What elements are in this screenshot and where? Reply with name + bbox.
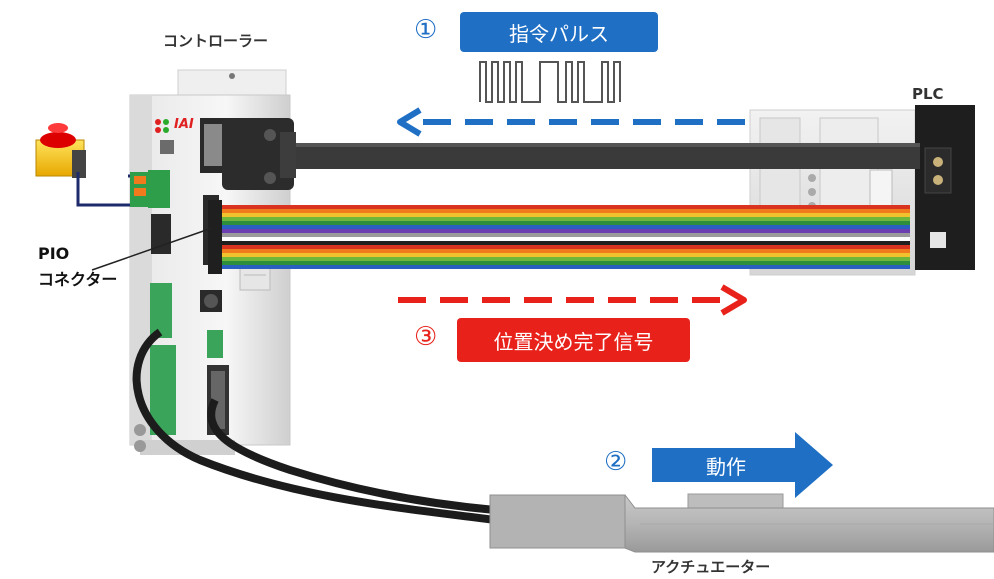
step2-label: 動作 bbox=[706, 454, 746, 479]
ribbon-wire bbox=[215, 241, 910, 245]
ribbon-wire bbox=[215, 237, 910, 241]
ribbon-wire bbox=[215, 261, 910, 265]
ribbon-wire bbox=[215, 225, 910, 229]
ribbon-wire bbox=[215, 213, 910, 217]
motion-arrow bbox=[652, 432, 833, 498]
ribbon-wire bbox=[215, 253, 910, 257]
plc-label: PLC bbox=[912, 85, 944, 103]
pulse-waveform bbox=[479, 61, 621, 103]
step3-number: ③ bbox=[414, 322, 438, 352]
step1-number: ① bbox=[414, 15, 438, 45]
motor-cable bbox=[132, 328, 496, 524]
pulse-cable bbox=[280, 143, 920, 169]
pio-label-line2: コネクター bbox=[38, 270, 118, 289]
pio-label-line1: PIO bbox=[38, 244, 70, 263]
ribbon-connector bbox=[208, 200, 222, 274]
actuator-unit bbox=[489, 493, 994, 553]
pio-ribbon-cable bbox=[208, 200, 910, 274]
ribbon-wire bbox=[215, 221, 910, 225]
pulse-cable-connector bbox=[222, 118, 294, 190]
pio-pointer-line bbox=[91, 227, 213, 271]
controller-logo: IAI bbox=[174, 117, 194, 132]
ribbon-wire bbox=[215, 217, 910, 221]
ribbon-wire bbox=[215, 209, 910, 213]
step1-label: 指令パルス bbox=[460, 12, 658, 52]
ribbon-wire bbox=[215, 245, 910, 249]
emergency-stop-button bbox=[35, 123, 86, 178]
step2-number: ② bbox=[604, 447, 628, 477]
ribbon-wire bbox=[215, 257, 910, 261]
ribbon-wire bbox=[215, 249, 910, 253]
controller-label: コントローラー bbox=[163, 32, 269, 50]
step3-label: 位置決め完了信号 bbox=[457, 318, 690, 362]
ribbon-wire bbox=[215, 205, 910, 209]
ribbon-wire bbox=[215, 265, 910, 269]
ribbon-wire bbox=[215, 233, 910, 237]
ribbon-wire bbox=[215, 229, 910, 233]
actuator-label: アクチュエーター bbox=[651, 558, 771, 576]
